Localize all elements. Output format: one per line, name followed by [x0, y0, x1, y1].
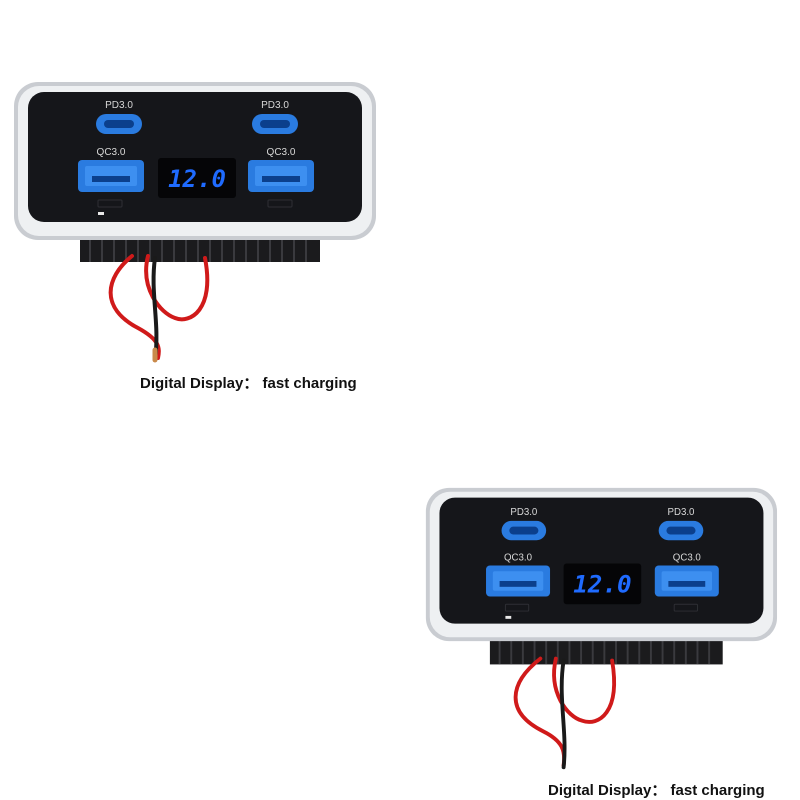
usb-c-port-right	[658, 520, 704, 541]
charger-product-2: 12.0 PD3.0 PD3.0 QC3.0 QC3.0	[422, 484, 792, 774]
usb-a-port-right	[248, 160, 314, 192]
usb-c-port-left	[501, 520, 547, 541]
wires	[108, 254, 210, 363]
usb-c-port-right	[252, 114, 298, 134]
usb-a-port-right	[654, 565, 719, 597]
pd-label-right: PD3.0	[668, 507, 696, 518]
qc-label-right: QC3.0	[673, 553, 702, 564]
caption-2: Digital Display： fast charging	[548, 782, 765, 799]
charger-illustration: 12.0 PD3.0 PD3.0 QC3.0 QC3.0	[425, 487, 778, 770]
usb-a-port-left	[486, 565, 551, 597]
usb-c-port-left	[96, 114, 142, 134]
usb-a-port-left	[78, 160, 144, 192]
charger-product-1: 12.0 PD3.0 PD3.0 QC3.0 QC3.0	[10, 78, 380, 368]
qc-label-left: QC3.0	[97, 147, 126, 158]
digital-display: 12.0	[563, 563, 642, 605]
charger-illustration: 12.0 PD3.0 PD3.0 QC3.0 QC3.0	[14, 82, 376, 363]
pd-label-left: PD3.0	[510, 507, 538, 518]
qc-label-left: QC3.0	[504, 553, 533, 564]
voltage-readout: 12.0	[168, 165, 226, 193]
pd-label-left: PD3.0	[105, 100, 133, 111]
qc-label-right: QC3.0	[267, 147, 296, 158]
voltage-readout: 12.0	[573, 570, 631, 599]
face-panel	[28, 92, 362, 222]
face-panel	[439, 497, 764, 624]
pd-label-right: PD3.0	[261, 100, 289, 111]
caption-1: Digital Display： fast charging	[140, 375, 357, 392]
wires	[513, 656, 616, 770]
digital-display: 12.0	[158, 158, 236, 198]
